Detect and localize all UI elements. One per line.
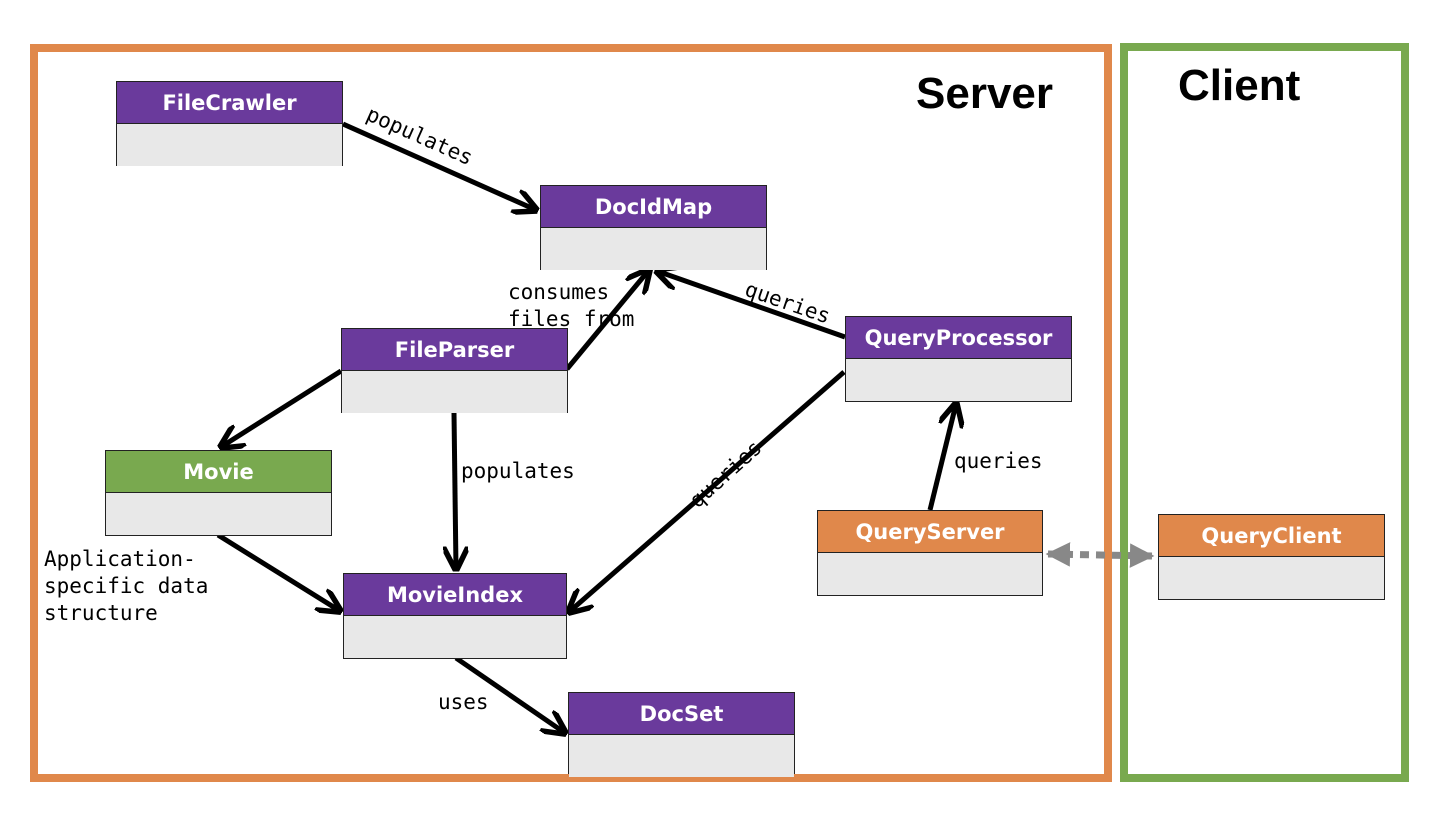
node-queryserver: QueryServer xyxy=(817,510,1043,596)
node-docidmap: DocIdMap xyxy=(540,185,767,270)
node-queryclient: QueryClient xyxy=(1158,514,1385,600)
edge-queryserver-queryclient-link xyxy=(1045,542,1155,568)
node-docset-body xyxy=(569,735,794,777)
node-docidmap-title: DocIdMap xyxy=(541,186,766,228)
edge-filecrawler-populates-docidmap xyxy=(341,121,536,210)
node-filecrawler-body xyxy=(117,124,342,166)
node-queryprocessor-title: QueryProcessor xyxy=(846,317,1071,359)
label-consumes-files-from: consumes files from xyxy=(508,280,635,331)
node-filecrawler: FileCrawler xyxy=(116,81,343,166)
node-docset: DocSet xyxy=(568,692,795,777)
node-queryclient-body xyxy=(1159,557,1384,599)
node-movie-body xyxy=(106,493,331,535)
node-queryprocessor-body xyxy=(846,359,1071,401)
movie-application-note: Application- specific data structure xyxy=(44,547,209,625)
node-movieindex: MovieIndex xyxy=(343,573,567,659)
edge-queryprocessor-queries-movieindex xyxy=(569,370,846,612)
node-fileparser: FileParser xyxy=(341,328,568,413)
node-movie: Movie xyxy=(105,450,332,536)
node-docset-title: DocSet xyxy=(569,693,794,735)
edge-fileparser-populates-movieindex xyxy=(454,412,456,569)
node-fileparser-body xyxy=(342,371,567,413)
node-queryserver-body xyxy=(818,553,1042,595)
server-region xyxy=(30,44,1112,782)
label-server-queries-processor: queries xyxy=(954,449,1043,473)
edge-movie-to-movieindex xyxy=(216,532,340,611)
client-region xyxy=(1120,43,1409,782)
node-queryprocessor: QueryProcessor xyxy=(845,316,1072,402)
node-filecrawler-title: FileCrawler xyxy=(117,82,342,124)
edge-movieindex-uses-docset xyxy=(454,655,565,733)
edge-fileparser-consumes-docidmap xyxy=(565,270,649,371)
edge-queryprocessor-queries-docidmap xyxy=(657,271,846,340)
node-movieindex-body xyxy=(344,616,566,658)
node-queryserver-title: QueryServer xyxy=(818,511,1042,553)
label-parser-populates-index: populates xyxy=(461,459,575,483)
node-movieindex-title: MovieIndex xyxy=(344,574,566,616)
client-region-title: Client xyxy=(1178,61,1301,110)
node-fileparser-title: FileParser xyxy=(342,329,567,371)
edge-queryserver-queries-queryprocessor xyxy=(927,404,956,511)
node-docidmap-body xyxy=(541,228,766,270)
node-movie-title: Movie xyxy=(106,451,331,493)
server-region-title: Server xyxy=(916,69,1054,118)
label-index-uses-docset: uses xyxy=(438,690,489,714)
node-queryclient-title: QueryClient xyxy=(1159,515,1384,557)
edge-fileparser-to-movie xyxy=(221,368,343,447)
